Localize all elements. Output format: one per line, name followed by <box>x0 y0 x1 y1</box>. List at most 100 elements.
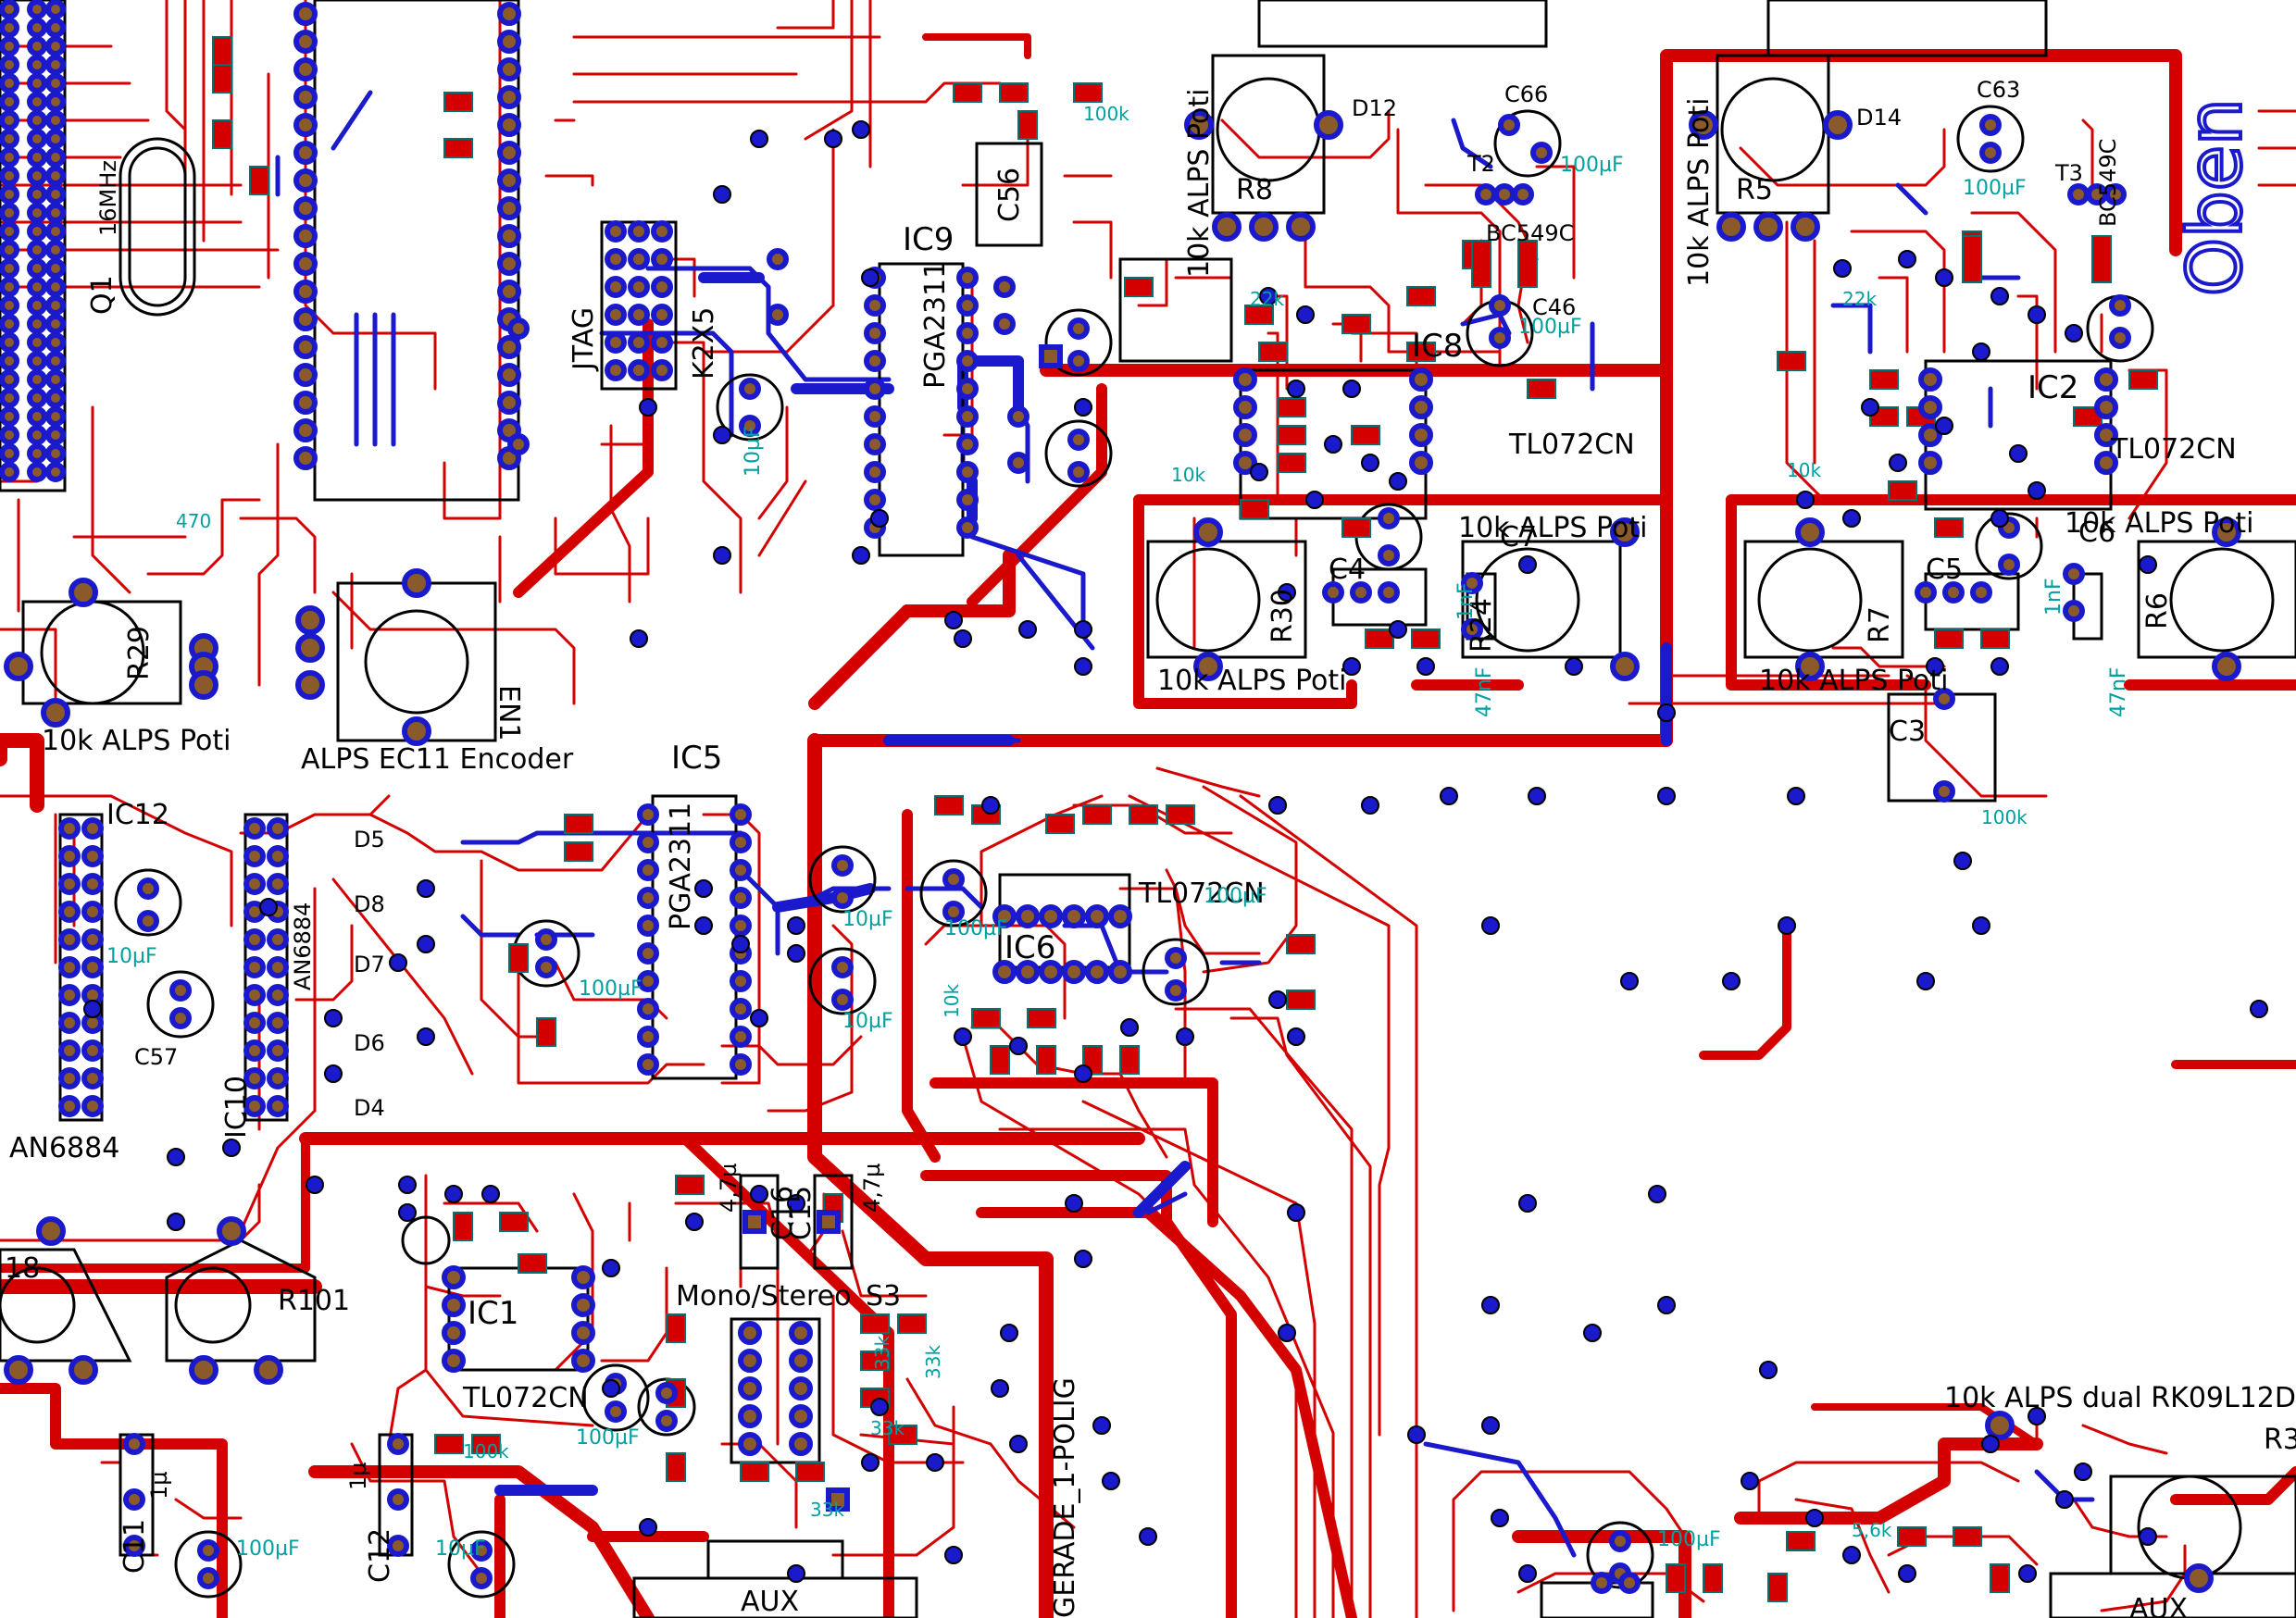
via <box>1953 852 1972 870</box>
via <box>1833 259 1852 278</box>
pad <box>1609 1530 1631 1552</box>
pad <box>243 928 266 951</box>
pad <box>45 166 66 186</box>
pad <box>137 910 159 932</box>
pad <box>1350 581 1372 604</box>
label-c5: C5 <box>1926 554 1963 586</box>
label-c4: C4 <box>1329 554 1366 586</box>
via <box>2139 1527 2157 1546</box>
label-r101: R101 <box>278 1285 350 1317</box>
via <box>1278 1324 1296 1342</box>
via <box>954 629 972 648</box>
via <box>1759 1361 1778 1379</box>
pad <box>738 1321 762 1345</box>
pad <box>1409 423 1433 447</box>
pad <box>956 350 979 372</box>
pad <box>2212 517 2241 547</box>
pad <box>730 859 752 881</box>
via <box>1990 509 2009 528</box>
via <box>1898 250 1916 268</box>
value-c-1nf-b: 1nF <box>2042 578 2065 616</box>
pad <box>387 1535 409 1557</box>
via <box>1842 509 1861 528</box>
via <box>2028 481 2046 500</box>
pad <box>730 970 752 992</box>
via <box>306 1176 324 1194</box>
pad <box>864 405 886 428</box>
pad <box>1979 114 2002 136</box>
pad <box>27 295 47 316</box>
pad <box>1915 581 1937 604</box>
pad <box>497 168 521 193</box>
pad <box>730 1026 752 1048</box>
pad <box>45 203 66 223</box>
pad <box>45 295 66 316</box>
pad <box>637 859 659 881</box>
via <box>1361 454 1379 472</box>
pad <box>293 418 318 442</box>
via <box>2028 305 2046 324</box>
pad <box>169 1007 192 1029</box>
label-c15: C15 <box>785 1186 817 1240</box>
pad <box>69 1355 98 1385</box>
pad <box>1184 110 1214 140</box>
label-t3-part: BC549C <box>2095 139 2121 227</box>
pad <box>864 489 886 511</box>
label-r8-part: 10k ALPS Poti <box>1183 89 1216 278</box>
via <box>1518 555 1537 574</box>
pad <box>2109 294 2131 317</box>
pad <box>1689 110 1718 140</box>
value-r33k-c: 33k <box>922 1345 944 1379</box>
pad <box>767 248 789 270</box>
pad <box>45 36 66 56</box>
pad <box>27 258 47 279</box>
pad <box>730 887 752 909</box>
via <box>1074 1064 1092 1083</box>
pad <box>1016 904 1040 928</box>
pad <box>497 363 521 387</box>
pad <box>1493 183 1516 205</box>
via <box>713 546 731 565</box>
pad <box>789 1376 813 1400</box>
pad <box>789 1349 813 1373</box>
via <box>1481 1296 1500 1314</box>
via <box>1278 583 1296 602</box>
pad <box>0 18 19 38</box>
label-r30-part: 10k ALPS Poti <box>1157 665 1346 697</box>
via <box>444 1185 463 1203</box>
pad <box>738 1432 762 1456</box>
pad <box>1062 904 1086 928</box>
pad <box>45 406 66 427</box>
pad <box>497 30 521 54</box>
pad <box>497 2 521 26</box>
pad <box>628 304 650 326</box>
pad <box>1512 183 1534 205</box>
pad <box>27 406 47 427</box>
pad <box>497 141 521 165</box>
value-c51: 100µF <box>576 1426 640 1450</box>
pad <box>402 568 431 598</box>
pad <box>293 307 318 331</box>
pad <box>27 221 47 242</box>
pad <box>45 332 66 353</box>
pad <box>58 1039 81 1062</box>
pad <box>655 1410 678 1432</box>
via <box>1268 796 1287 815</box>
pad <box>0 166 19 186</box>
label-s3: S3 <box>866 1280 901 1313</box>
label-r6-part: 10k ALPS Poti <box>2065 507 2253 540</box>
via <box>1250 463 1268 481</box>
value-c46: 100µF <box>1518 316 1582 339</box>
pad <box>628 220 650 243</box>
via <box>1009 1435 1028 1453</box>
via <box>1518 1564 1537 1583</box>
pad <box>123 1488 145 1511</box>
pad <box>730 831 752 853</box>
pad <box>497 252 521 276</box>
via <box>1518 1194 1537 1213</box>
label-d8: D8 <box>354 891 385 917</box>
via <box>1000 1324 1018 1342</box>
pad <box>45 240 66 260</box>
via <box>2009 444 2028 463</box>
pad <box>2063 563 2085 585</box>
